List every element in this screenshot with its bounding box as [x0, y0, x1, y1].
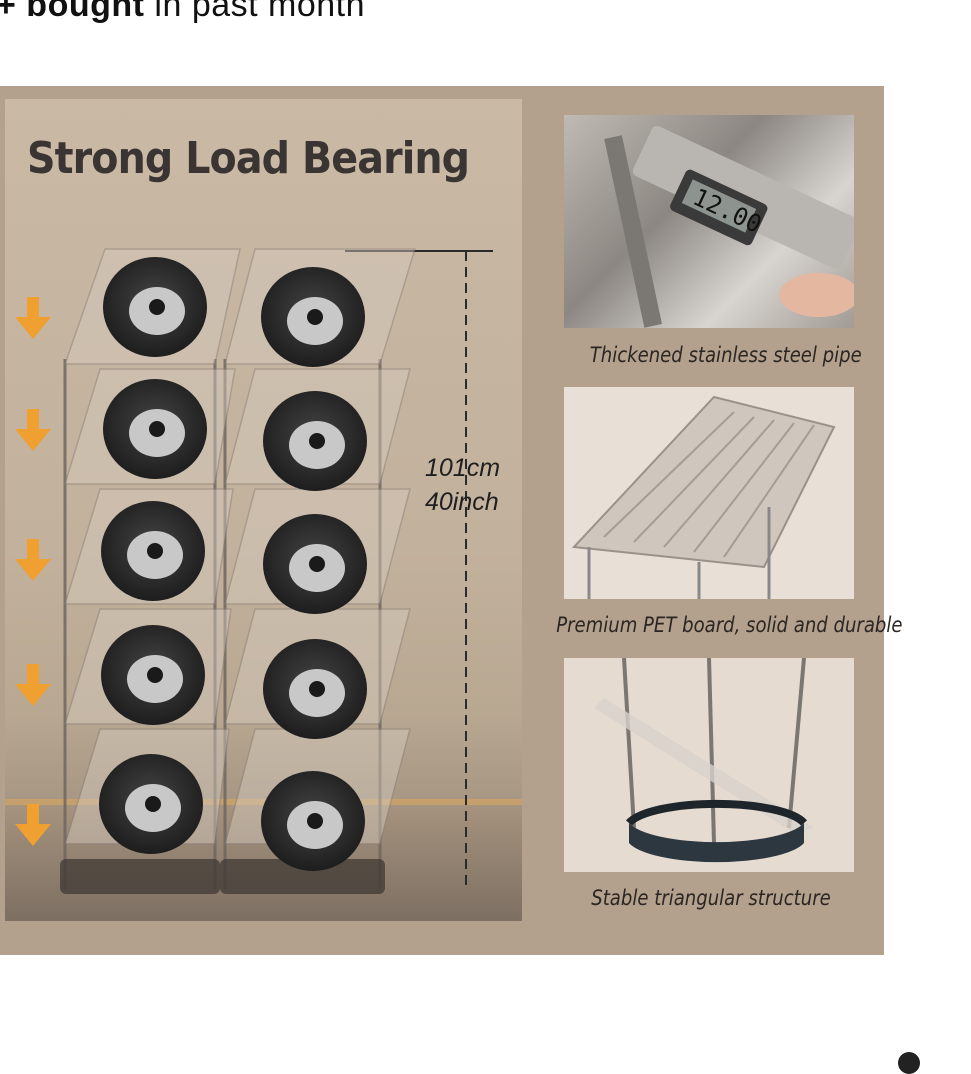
bought-period-text: in past month [144, 0, 366, 24]
weight-plate-rack-illustration [5, 248, 522, 921]
caption-base-structure: Stable triangular structure [591, 886, 831, 910]
dot-icon [898, 1052, 920, 1074]
pet-board-photo [564, 387, 854, 599]
headline: Strong Load Bearing [27, 133, 470, 184]
height-cm: 101cm [425, 454, 501, 482]
pet-board-illustration [571, 395, 836, 599]
steel-pipe-photo: 12.00 [564, 115, 854, 328]
base-structure-photo [564, 658, 854, 872]
height-dimension: 101cm 40inch [425, 451, 500, 519]
triangular-base-illustration [594, 658, 814, 863]
bought-in-past-month: + bought in past month [0, 0, 365, 25]
caption-steel-pipe: Thickened stainless steel pipe [589, 343, 862, 367]
caption-pet-board: Premium PET board, solid and durable [556, 613, 903, 637]
main-product-photo: Strong Load Bearing [5, 99, 522, 921]
height-inch: 40inch [425, 488, 499, 516]
bought-count-text: + bought [0, 0, 145, 24]
product-image-banner[interactable]: Strong Load Bearing [0, 86, 903, 955]
caliper-illustration: 12.00 [604, 125, 854, 328]
